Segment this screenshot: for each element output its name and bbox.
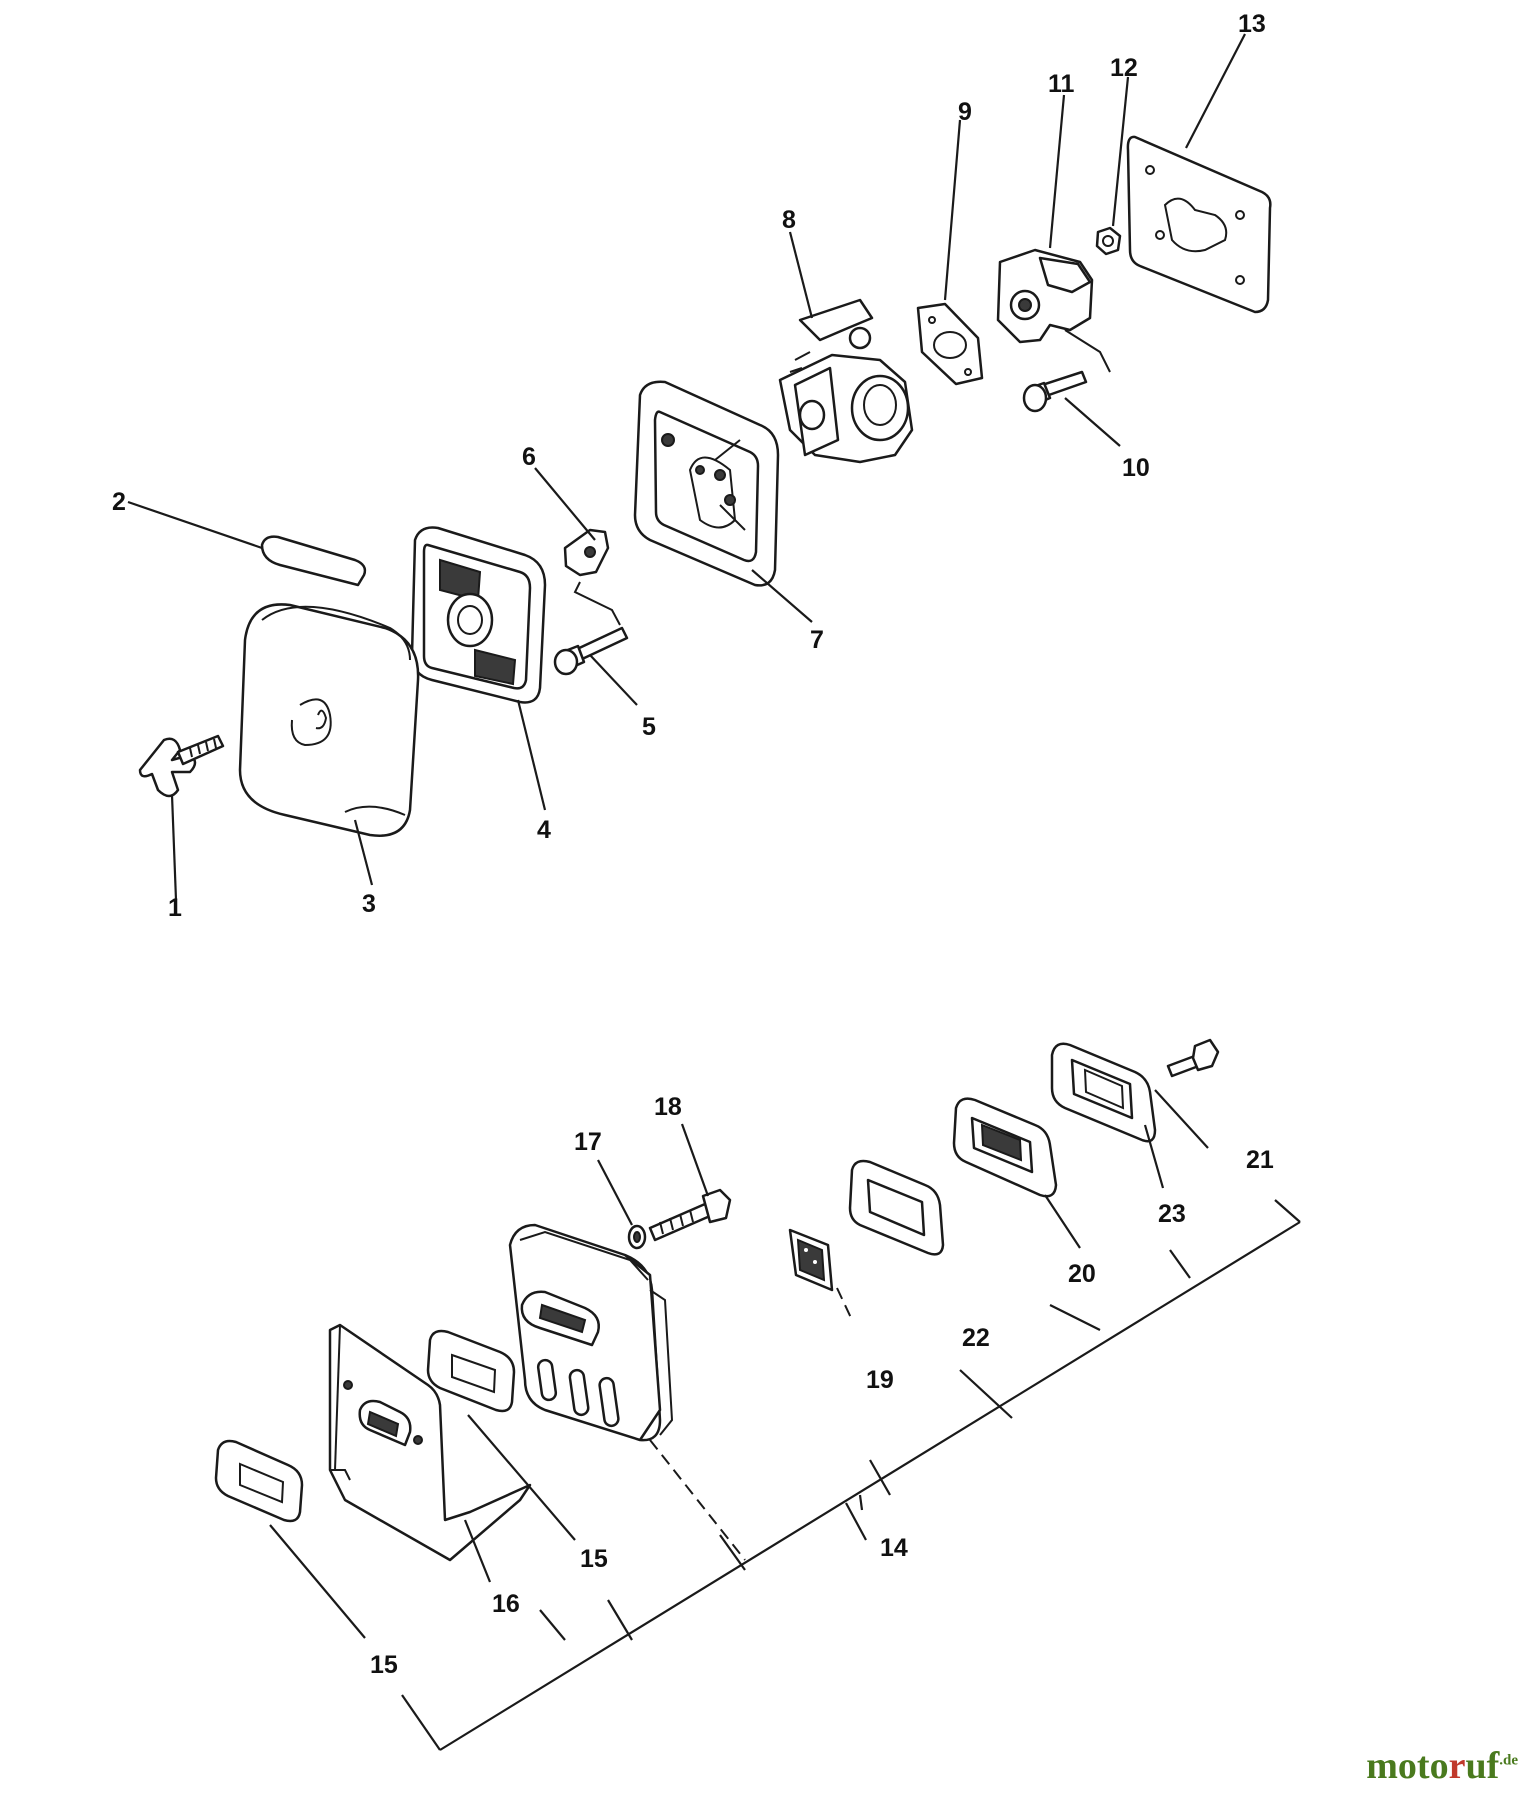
callout-10: 10 bbox=[1122, 454, 1150, 482]
callout-8: 8 bbox=[782, 206, 796, 234]
part-12-nut bbox=[1095, 226, 1122, 256]
part-13-gasket bbox=[1126, 135, 1272, 314]
callout-4: 4 bbox=[537, 816, 551, 844]
part-1-wing-screw bbox=[138, 734, 225, 798]
callout-18: 18 bbox=[654, 1093, 682, 1121]
callout-17: 17 bbox=[574, 1128, 602, 1156]
part-15-gasket-middle bbox=[426, 1329, 516, 1413]
callout-20: 20 bbox=[1068, 1260, 1096, 1288]
part-23-gasket bbox=[1050, 1042, 1157, 1143]
callout-5: 5 bbox=[642, 713, 656, 741]
part-11-insulator bbox=[996, 248, 1111, 373]
lower-leader-lines bbox=[269, 1089, 1209, 1639]
part-15-gasket-left bbox=[214, 1439, 304, 1523]
kit-bracket bbox=[401, 1199, 1301, 1751]
callout-16: 16 bbox=[492, 1590, 520, 1618]
callout-15-left: 15 bbox=[370, 1651, 398, 1679]
callout-7: 7 bbox=[810, 626, 824, 654]
watermark-logo: motoruf.de bbox=[1366, 1745, 1518, 1787]
callout-9: 9 bbox=[958, 98, 972, 126]
callout-2: 2 bbox=[112, 488, 126, 516]
part-20-gasket bbox=[952, 1097, 1058, 1198]
part-19-screen bbox=[788, 1228, 834, 1292]
part-22-gasket bbox=[848, 1159, 945, 1256]
callout-23: 23 bbox=[1158, 1200, 1186, 1228]
callout-14: 14 bbox=[880, 1534, 908, 1562]
part-6-bracket bbox=[563, 528, 621, 626]
part-4-filter bbox=[410, 526, 547, 704]
part-3-cover bbox=[238, 603, 420, 837]
callout-11: 11 bbox=[1048, 70, 1075, 98]
callout-15-middle: 15 bbox=[580, 1545, 608, 1573]
upper-leader-lines bbox=[127, 33, 1246, 901]
callout-13: 13 bbox=[1238, 10, 1266, 38]
part-21-bolt bbox=[1166, 1038, 1220, 1078]
part-18-bolt bbox=[648, 1188, 732, 1242]
part-2-pad bbox=[260, 535, 367, 587]
part-10-bolt bbox=[1022, 370, 1088, 413]
part-16-heat-shield bbox=[328, 1323, 532, 1562]
part-8-carburetor bbox=[778, 298, 914, 464]
callout-labels: 1 2 3 4 5 6 7 8 9 10 11 12 13 14 15 15 1… bbox=[112, 10, 1274, 1679]
callout-19: 19 bbox=[866, 1366, 894, 1394]
muffler-body bbox=[508, 1223, 674, 1442]
callout-12: 12 bbox=[1110, 54, 1138, 82]
part-17-washer bbox=[627, 1224, 647, 1250]
callout-6: 6 bbox=[522, 443, 536, 471]
callout-21: 21 bbox=[1246, 1146, 1274, 1174]
part-7-filter-base bbox=[633, 380, 780, 587]
callout-22: 22 bbox=[962, 1324, 990, 1352]
part-9-gasket bbox=[916, 302, 984, 386]
part-5-bolt bbox=[553, 626, 629, 676]
callout-1: 1 bbox=[168, 894, 182, 922]
callout-3: 3 bbox=[362, 890, 376, 918]
